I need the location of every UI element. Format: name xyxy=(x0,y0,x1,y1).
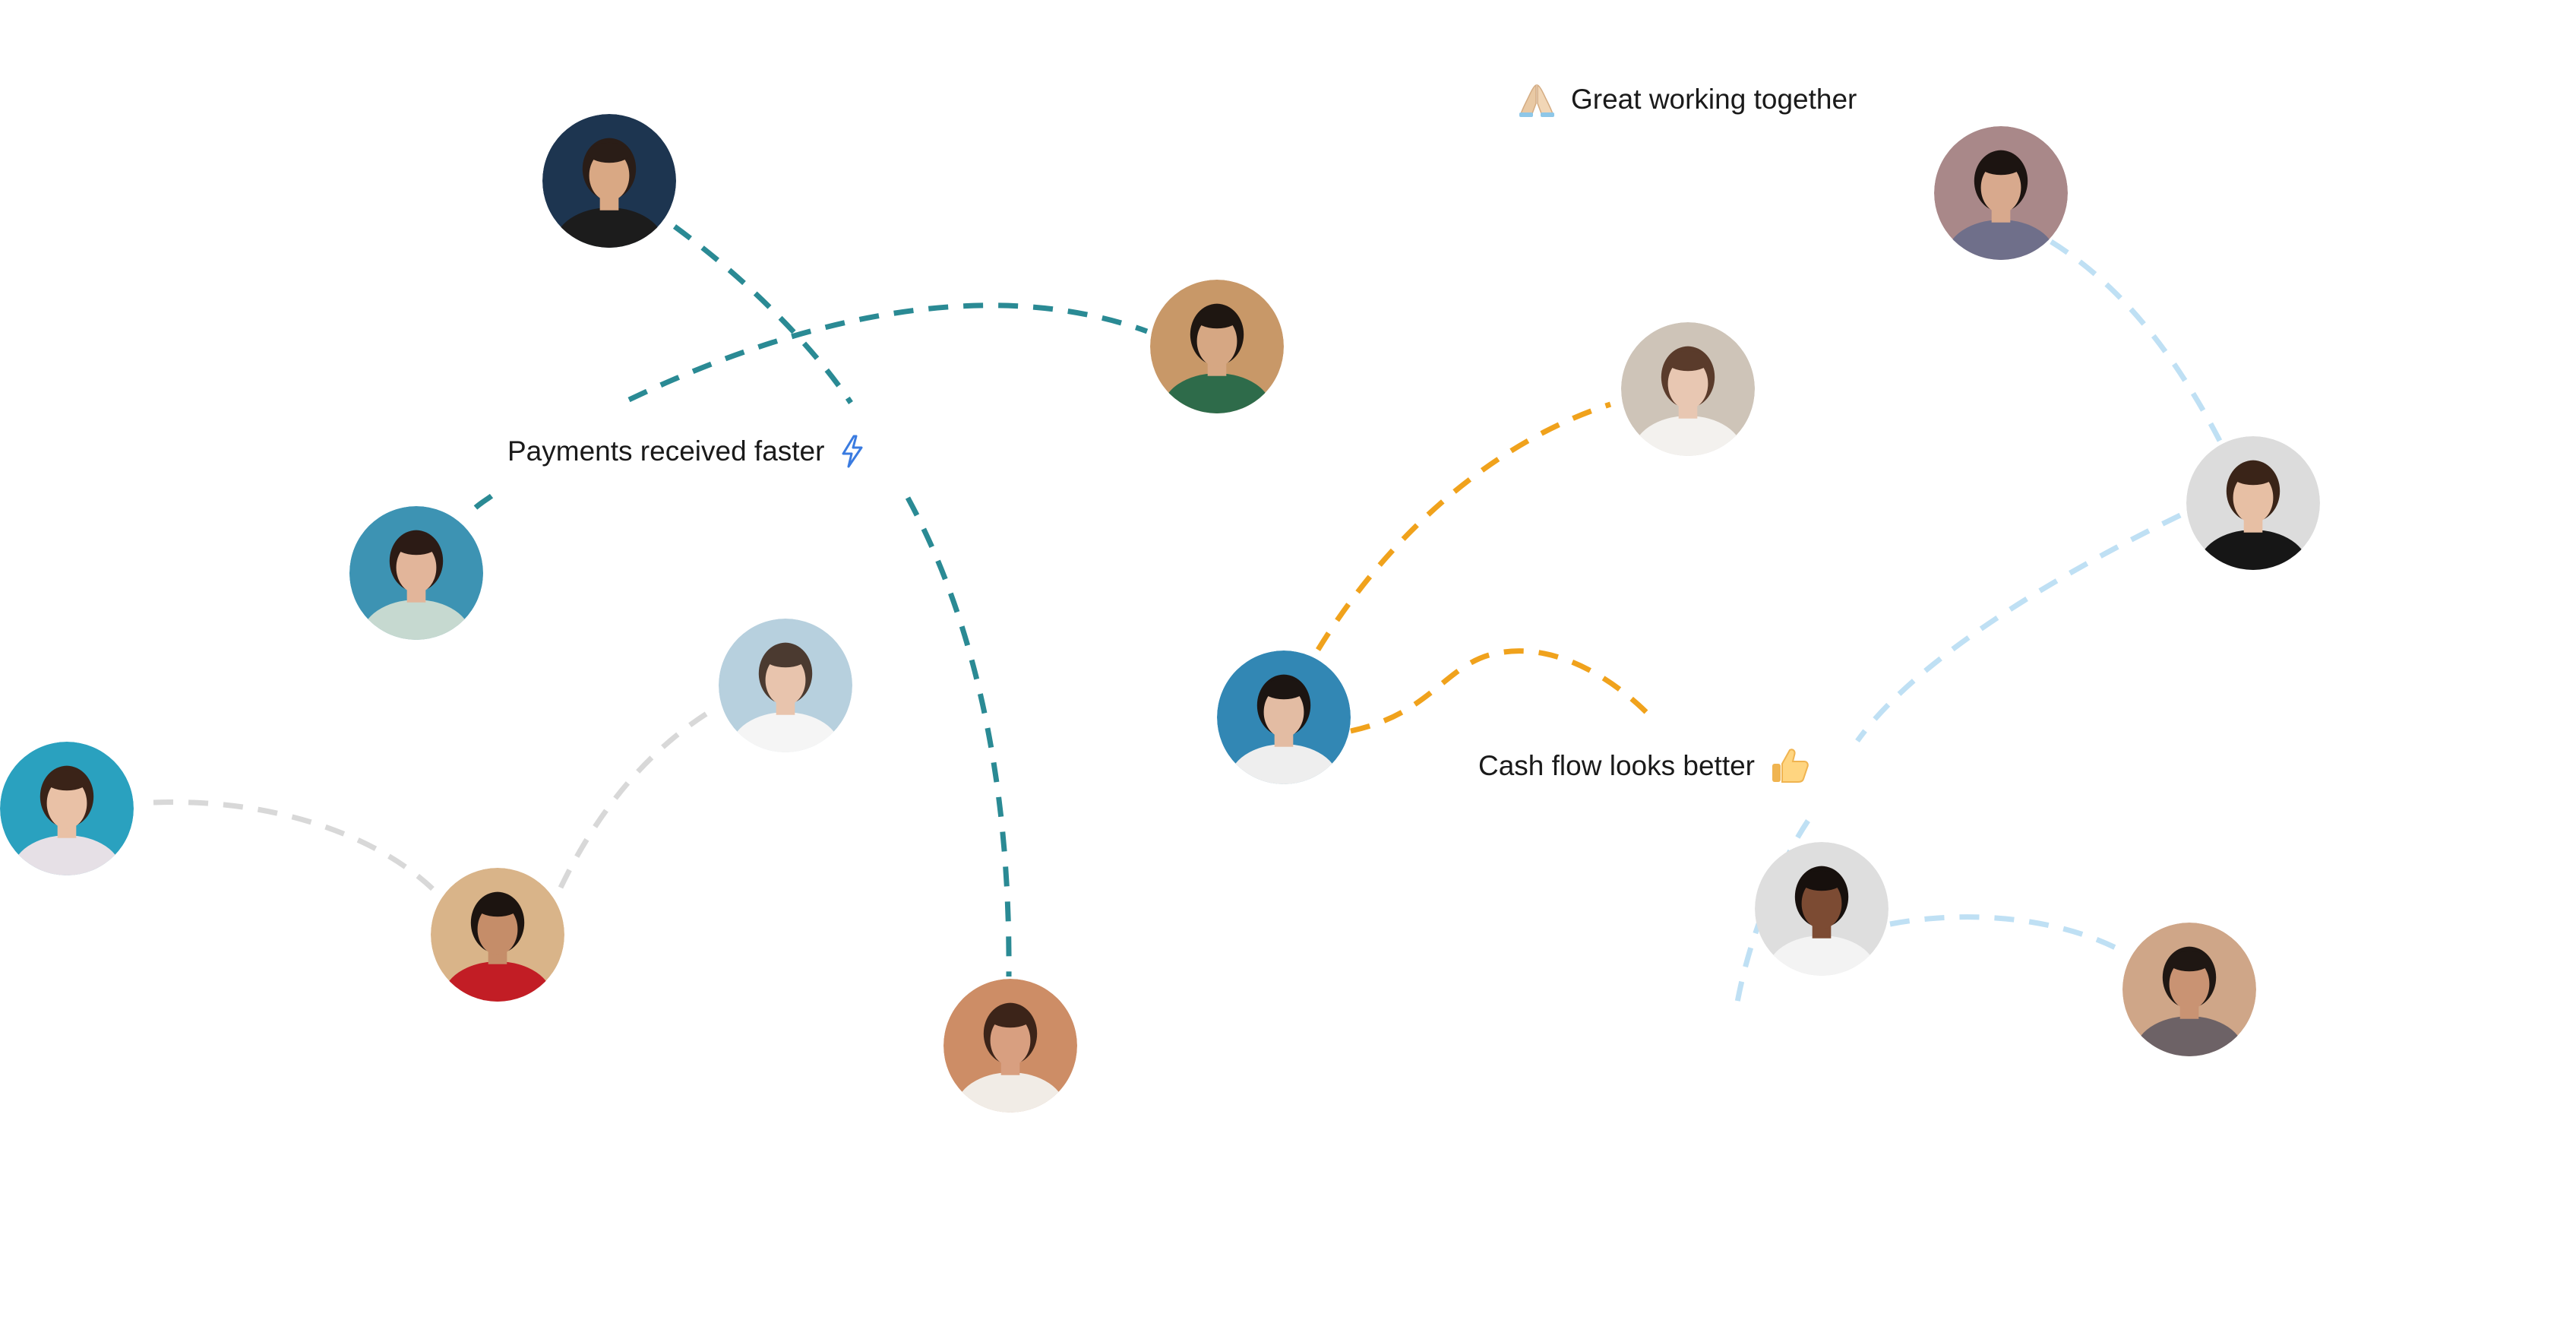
connector-teal-top-to-bottom xyxy=(672,224,853,404)
avatar-young-man-curly-hoodie xyxy=(1217,651,1351,784)
avatar-man-glasses-green-shirt xyxy=(1150,280,1284,413)
avatar-man-black-tee xyxy=(2186,436,2320,570)
avatar-smiling-man-dark-shirt xyxy=(542,114,676,248)
connector-gray-left xyxy=(153,799,439,895)
caption-cashflow: Cash flow looks better xyxy=(1478,747,1810,785)
caption-together-text: Great working together xyxy=(1571,84,1857,115)
caption-together: Great working together xyxy=(1518,81,1857,119)
caption-cashflow-text: Cash flow looks better xyxy=(1478,750,1756,781)
caption-payments: Payments received faster xyxy=(507,435,865,468)
avatar-woman-afro-smiling xyxy=(1755,842,1889,976)
avatar-woman-bob-teal-bg xyxy=(0,742,134,875)
connector-gray-right xyxy=(558,704,719,889)
avatar-woman-curly-hair-floral xyxy=(349,506,483,640)
connector-blue-long xyxy=(1855,512,2182,743)
lightning-icon xyxy=(839,435,865,468)
connector-teal-short xyxy=(473,492,496,510)
connector-blue-top xyxy=(2050,239,2223,442)
connector-teal-lower xyxy=(905,496,1012,977)
avatar-woman-long-hair-gray-bg xyxy=(1621,322,1755,456)
avatar-man-plaid-shirt xyxy=(2122,923,2256,1056)
avatar-woman-wavy-hair-white-top xyxy=(943,979,1077,1113)
connector-blue-bottom xyxy=(1889,914,2129,957)
folded-hands-icon xyxy=(1518,81,1556,119)
connector-orange-wave xyxy=(1350,648,1651,734)
avatar-man-beard-red-tee xyxy=(431,868,564,1002)
avatar-man-smiling-mauve-bg xyxy=(1934,126,2068,260)
connector-teal-arc xyxy=(627,302,1149,403)
thumbs-up-icon xyxy=(1770,747,1810,785)
connector-blue-mid xyxy=(1733,819,1810,1011)
caption-payments-text: Payments received faster xyxy=(507,435,825,467)
avatar-young-man-white-tee xyxy=(719,619,852,752)
